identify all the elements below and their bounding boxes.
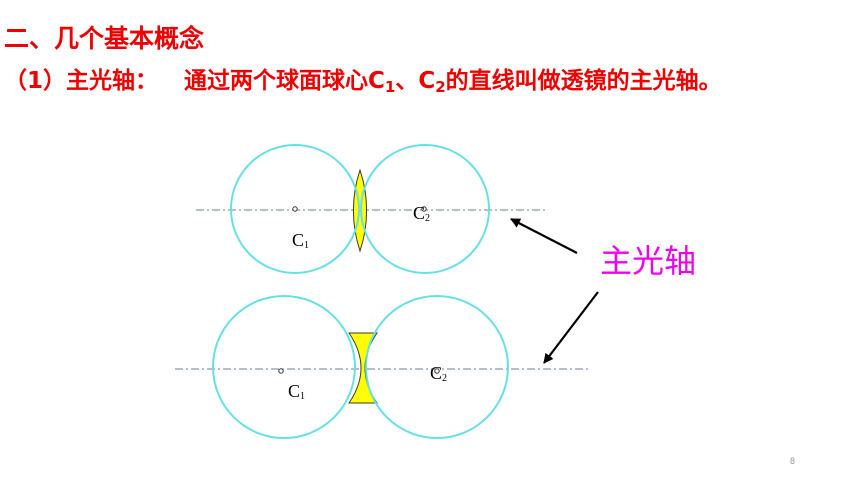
concave-center2-label: C2 [430,363,447,384]
concave-lens-figure: C1 C2 [175,295,590,439]
concave-center2-dot [434,368,440,374]
convex-sphere-circle-1 [230,144,360,274]
concave-sphere-circle-1 [212,295,356,439]
concave-lens-shape [348,332,378,404]
page-number: 8 [790,456,796,466]
convex-center1-label: C1 [292,230,309,251]
convex-center2-label: C2 [413,203,430,224]
definition-separator: 、C [395,68,436,94]
convex-lens-shape [353,168,367,253]
arrow-to-concave-axis [543,291,599,364]
convex-sphere-circle-2 [360,144,490,274]
definition-sub1: 1 [384,78,396,96]
definition-text-after: 的直线叫做透镜的主光轴。 [445,68,722,94]
concave-center1-dot [278,368,284,374]
definition-label: （1）主光轴： [4,68,159,94]
concave-center1-label: C1 [288,381,305,402]
convex-lens-figure: C1 C2 [196,144,545,274]
convex-center2-dot [421,206,427,212]
definition-text-before: 通过两个球面球心C [184,68,385,94]
section-heading: 二、几个基本概念 [4,24,205,53]
arrow-to-convex-axis [510,218,578,254]
definition-sub2: 2 [435,78,446,96]
principal-axis-label: 主光轴 [600,242,697,280]
convex-center1-dot [292,206,298,212]
concave-sphere-circle-2 [365,295,509,439]
principal-axis-definition: （1）主光轴： 通过两个球面球心C1、C2的直线叫做透镜的主光轴。 [4,70,722,95]
